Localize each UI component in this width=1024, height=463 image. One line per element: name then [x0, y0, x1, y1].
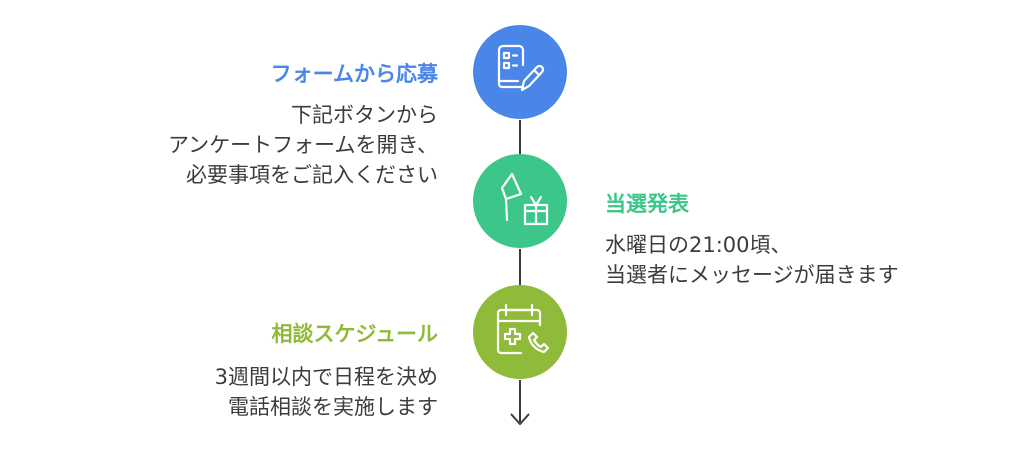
- step-3-circle: [473, 285, 567, 379]
- step-1-title: フォームから応募: [270, 62, 438, 86]
- step-2-description: 水曜日の21:00頃、 当選者にメッセージが届きます: [605, 230, 899, 290]
- form-pencil-icon: [497, 44, 545, 92]
- connector-line: [519, 120, 521, 154]
- description-line: 電話相談を実施します: [228, 395, 438, 419]
- step-1-description: 下記ボタンから アンケートフォームを開き、 必要事項をご記入ください: [168, 100, 438, 190]
- arrow-down-icon: [510, 413, 530, 426]
- description-line: 水曜日の21:00頃、: [605, 233, 792, 257]
- step-3-description: 3週間以内で日程を決め 電話相談を実施します: [215, 362, 438, 422]
- connector-arrow-line: [519, 380, 521, 422]
- step-2-circle: [473, 154, 567, 248]
- step-1-circle: [473, 25, 567, 119]
- description-line: 3週間以内で日程を決め: [214, 365, 438, 389]
- description-line: 下記ボタンから: [291, 103, 438, 127]
- description-line: 当選者にメッセージが届きます: [605, 263, 899, 287]
- description-line: 必要事項をご記入ください: [186, 163, 438, 187]
- pin-gift-icon: [500, 172, 549, 226]
- calendar-phone-icon: [496, 303, 550, 355]
- step-3-title: 相談スケジュール: [271, 322, 438, 346]
- step-2-title: 当選発表: [605, 192, 689, 216]
- connector-line: [519, 249, 521, 285]
- description-line: アンケートフォームを開き、: [167, 133, 438, 157]
